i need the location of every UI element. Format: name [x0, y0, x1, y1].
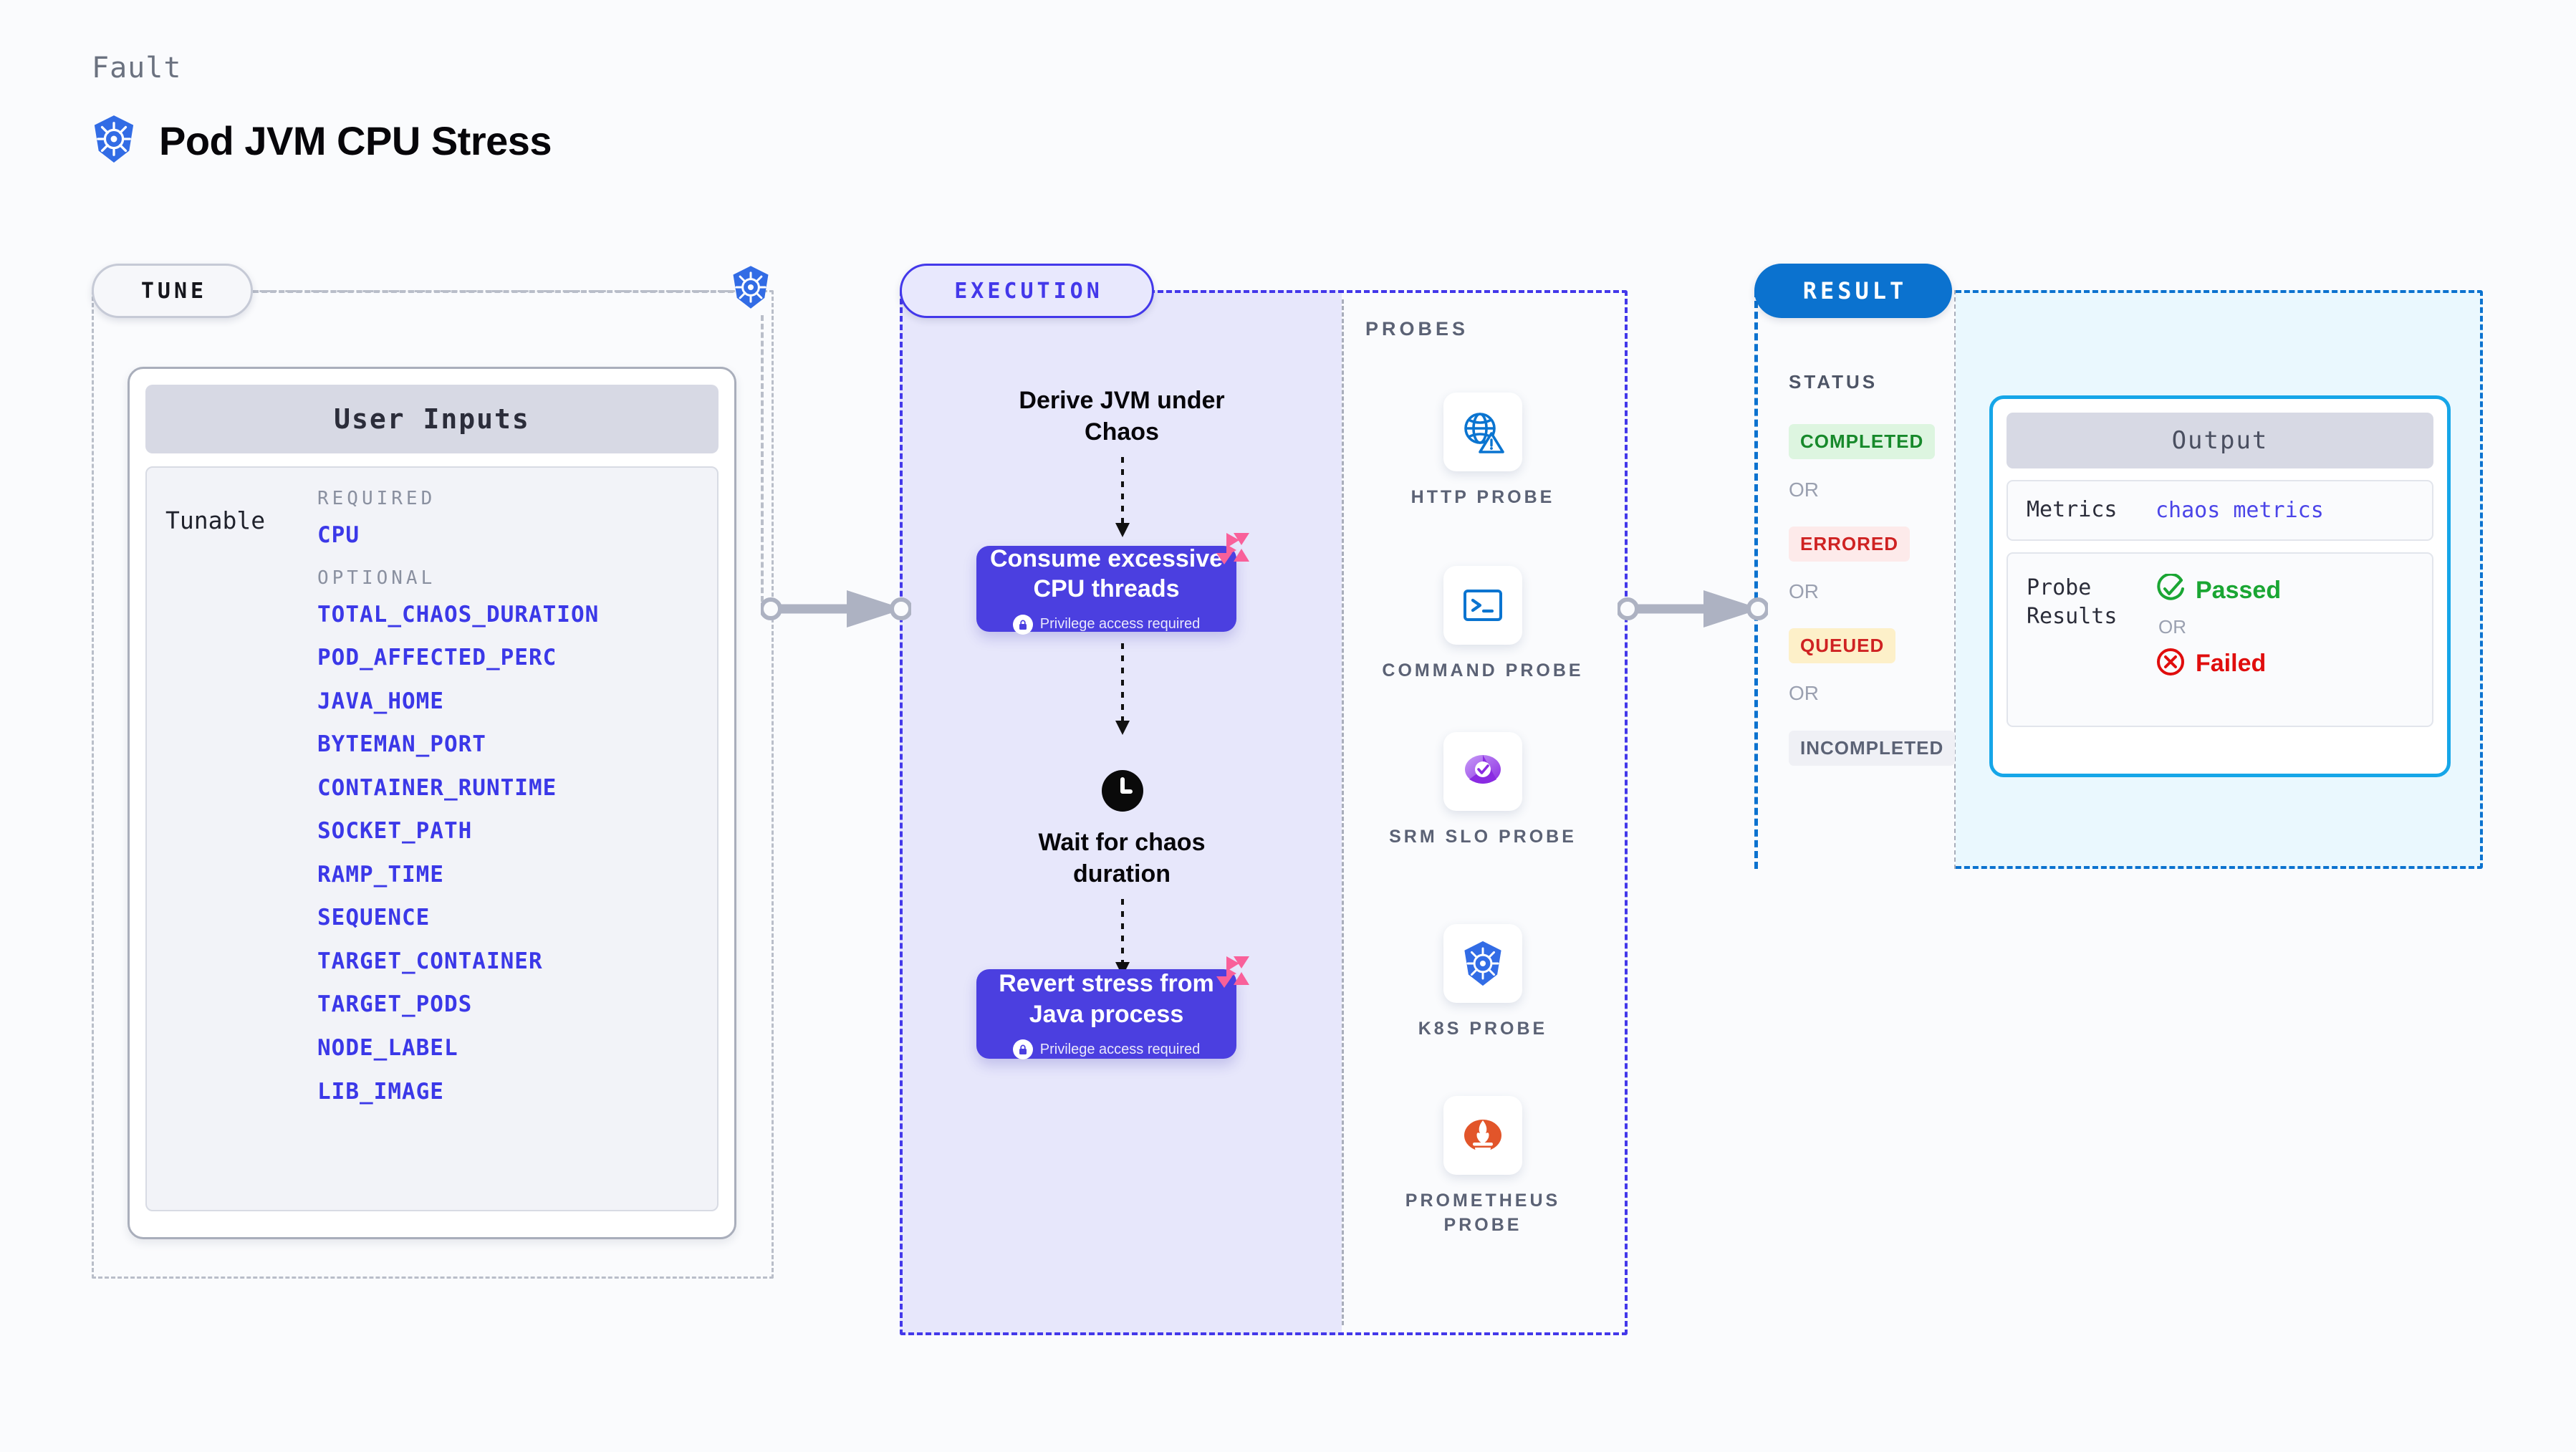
execution-arrow-1 [1107, 457, 1138, 542]
connector-execution-to-result [1616, 586, 1769, 635]
output-header: Output [2007, 413, 2433, 468]
execution-step-consume-cpu[interactable]: Consume excessive CPU threads Privilege … [976, 533, 1249, 635]
execution-step-sub: Privilege access required [1012, 614, 1201, 635]
probe-srm-slo[interactable]: SRM SLO PROBE [1379, 732, 1587, 850]
clock-icon [1102, 770, 1143, 815]
page-header: Pod JVM CPU Stress [92, 115, 552, 167]
execution-fill [900, 290, 1342, 1335]
tunable-item[interactable]: CPU [317, 522, 360, 548]
tune-connector-vertical [761, 315, 764, 602]
tunable-item[interactable]: LIB_IMAGE [317, 1078, 444, 1105]
page-title: Pod JVM CPU Stress [159, 118, 552, 163]
litmus-chaos-icon [1212, 952, 1252, 996]
tunable-item[interactable]: CONTAINER_RUNTIME [317, 774, 557, 801]
tunable-item[interactable]: SOCKET_PATH [317, 818, 473, 845]
tunable-row-label: Tunable [165, 506, 266, 534]
probe-label: COMMAND PROBE [1382, 660, 1584, 681]
status-or: OR [1789, 682, 1819, 704]
srm-slo-icon [1443, 732, 1522, 811]
tunable-item[interactable]: POD_AFFECTED_PERC [317, 645, 557, 671]
globe-warning-icon [1443, 393, 1522, 471]
tunable-item[interactable]: NODE_LABEL [317, 1035, 458, 1062]
tunable-item[interactable]: JAVA_HOME [317, 688, 444, 714]
x-circle-icon [2156, 647, 2186, 681]
status-badge-completed: COMPLETED [1789, 424, 1936, 459]
tunable-item[interactable]: RAMP_TIME [317, 861, 444, 888]
status-badge-errored: ERRORED [1789, 527, 1911, 562]
probe-prometheus[interactable]: PROMETHEUS PROBE [1379, 1096, 1587, 1238]
result-pill[interactable]: RESULT [1754, 264, 1952, 318]
execution-step-title: Consume excessive CPU threads [989, 544, 1224, 603]
page-eyebrow: Fault [92, 52, 182, 85]
probe-result-passed: Passed [2156, 572, 2282, 607]
status-or: OR [1789, 479, 1819, 501]
kubernetes-icon [92, 115, 136, 167]
status-or: OR [1789, 580, 1819, 602]
privilege-label: Privilege access required [1039, 616, 1201, 632]
privilege-label: Privilege access required [1039, 1041, 1201, 1057]
probe-k8s[interactable]: K8S PROBE [1379, 924, 1587, 1042]
tunable-item[interactable]: TARGET_PODS [317, 991, 473, 1018]
result-status-frame [1754, 290, 1956, 869]
tunable-item[interactable]: SEQUENCE [317, 905, 431, 931]
output-card: Output Metrics chaos metrics Probe Resul… [1989, 395, 2451, 777]
terminal-icon [1443, 566, 1522, 645]
connector-tune-to-execution [759, 586, 913, 635]
probe-label: HTTP PROBE [1410, 487, 1555, 507]
execution-pill[interactable]: EXECUTION [900, 264, 1154, 318]
output-row-key: Metrics [2027, 497, 2118, 522]
probe-results-values: Passed OR Failed [2156, 572, 2282, 681]
output-row-metrics: Metrics chaos metrics [2007, 480, 2433, 541]
prometheus-icon [1443, 1096, 1522, 1175]
user-inputs-header: User Inputs [145, 385, 719, 453]
execution-step-derive: Derive JVM under Chaos [1019, 387, 1225, 446]
tune-kubernetes-icon [731, 265, 771, 313]
tunables-body: Tunable REQUIRED CPU OPTIONAL TOTAL_CHAO… [145, 466, 719, 1211]
tunable-list: REQUIRED CPU OPTIONAL TOTAL_CHAOS_DURATI… [302, 488, 703, 1196]
execution-step-sub: Privilege access required [1012, 1039, 1201, 1059]
execution-step-wait: Wait for chaos duration [1038, 829, 1206, 888]
group-label-required: REQUIRED [317, 488, 436, 509]
execution-step-revert-stress[interactable]: Revert stress from Java process Privileg… [976, 956, 1249, 1059]
result-status-background [1754, 290, 1956, 869]
status-badge-queued: QUEUED [1789, 628, 1896, 663]
probe-command[interactable]: COMMAND PROBE [1379, 566, 1587, 683]
lock-icon [1012, 614, 1033, 635]
status-title: STATUS [1789, 371, 1878, 393]
kubernetes-icon [1443, 924, 1522, 1003]
output-row-probe-results: Probe Results Passed OR [2007, 552, 2433, 727]
probe-result-failed-label: Failed [2196, 649, 2267, 677]
output-row-key: Probe Results [2027, 574, 2118, 630]
probes-divider [1342, 299, 1344, 1325]
execution-arrow-2 [1107, 643, 1138, 740]
execution-step-title: Revert stress from Java process [999, 970, 1214, 1028]
probe-label: K8S PROBE [1418, 1019, 1548, 1039]
probe-result-passed-label: Passed [2196, 576, 2282, 604]
probe-result-or: OR [2158, 615, 2186, 638]
tune-pill[interactable]: TUNE [92, 264, 253, 318]
tune-connector-horizontal [253, 290, 751, 293]
probe-result-failed: Failed [2156, 647, 2281, 681]
check-circle-icon [2156, 572, 2186, 607]
execution-section-frame [900, 290, 1628, 1335]
output-row-value[interactable]: chaos metrics [2156, 497, 2324, 523]
group-label-optional: OPTIONAL [317, 567, 436, 589]
status-badge-incompleted: INCOMPLETED [1789, 731, 1956, 766]
probes-title: PROBES [1365, 318, 1469, 340]
probe-label: SRM SLO PROBE [1389, 827, 1577, 847]
probe-http[interactable]: HTTP PROBE [1379, 393, 1587, 510]
tunable-item[interactable]: TARGET_CONTAINER [317, 948, 543, 974]
tunable-item[interactable]: TOTAL_CHAOS_DURATION [317, 601, 600, 628]
litmus-chaos-icon [1212, 529, 1252, 572]
user-inputs-card: User Inputs Tunable REQUIRED CPU OPTIONA… [128, 367, 736, 1239]
probe-label: PROMETHEUS PROBE [1405, 1191, 1561, 1235]
lock-icon [1012, 1039, 1033, 1059]
tunable-item[interactable]: BYTEMAN_PORT [317, 731, 486, 758]
